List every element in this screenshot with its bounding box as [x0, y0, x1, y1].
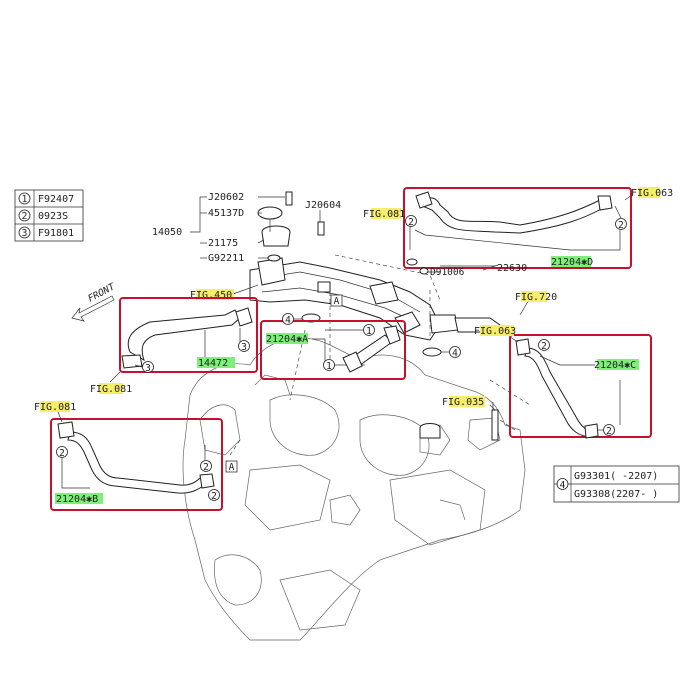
- label-fig081-left: FIG.081: [90, 384, 132, 395]
- label-45137d: 45137D: [208, 208, 244, 219]
- label-14472: 14472: [198, 358, 228, 369]
- legend-bottom-row-1: G93301( -2207): [574, 471, 658, 482]
- front-arrow: FRONT: [71, 281, 118, 322]
- label-21204d: 21204✱D: [551, 257, 593, 268]
- label-fig081-top: FIG.081: [363, 209, 405, 220]
- label-g92211: G92211: [208, 253, 244, 264]
- label-fig063-top: FIG.063: [631, 188, 673, 199]
- legend-top-code-2: 0923S: [38, 211, 68, 222]
- frame-hose-14472: 3 3 14472: [119, 297, 258, 374]
- callout-3-lower: 3: [145, 363, 151, 374]
- frame-hose-21204c: 2 2 21204✱C: [509, 334, 652, 439]
- callout-3-upper: 3: [241, 342, 247, 353]
- label-21204b: 21204✱B: [56, 494, 98, 505]
- frame-hose-21204d: 2 2 21204✱D: [403, 187, 632, 269]
- label-fig063-mid: FIG.063: [474, 326, 516, 337]
- label-21204c: 21204✱C: [594, 360, 636, 371]
- label-fig035: FIG.035: [442, 397, 484, 408]
- callout-1-lower: 1: [326, 361, 332, 372]
- reference-a-lower: A: [225, 460, 238, 473]
- callout-4-left: 4: [285, 315, 291, 326]
- legend-table-top: 1 2 3 F92407 0923S F91801: [14, 189, 84, 242]
- legend-top-code-3: F91801: [38, 228, 74, 239]
- label-21204a: 21204✱A: [266, 334, 308, 345]
- callout-1-upper: 1: [366, 326, 372, 337]
- frame-hose-21204b: 2 2 2 21204✱B: [50, 418, 223, 511]
- legend-top-num-2: 2: [22, 211, 28, 222]
- callout-2-d-left: 2: [408, 217, 414, 228]
- legend-bottom-num-4: 4: [560, 480, 566, 491]
- callout-2-b-right: 2: [203, 462, 209, 473]
- legend-top-num-1: 1: [22, 194, 28, 205]
- label-j20604: J20604: [305, 200, 341, 211]
- label-21175: 21175: [208, 238, 238, 249]
- legend-table-bottom: 4 G93301( -2207) G93308(2207- ): [553, 465, 680, 503]
- callout-2-d-right: 2: [618, 220, 624, 231]
- callout-4-right: 4: [452, 348, 458, 359]
- callout-2-c-lower: 2: [606, 426, 612, 437]
- reference-a-upper: A: [330, 294, 343, 307]
- callout-2-b-left: 2: [59, 448, 65, 459]
- label-14050: 14050: [152, 227, 182, 238]
- engine-outline: [182, 337, 526, 641]
- ref-a-lower-label: A: [229, 462, 235, 473]
- label-fig450: FIG.450: [190, 290, 232, 301]
- label-fig720: FIG.720: [515, 292, 557, 303]
- label-j20602: J20602: [208, 192, 244, 203]
- legend-bottom-row-2: G93308(2207- ): [574, 489, 658, 500]
- leader-lines: [190, 196, 531, 411]
- top-part-labels: J20602 45137D 14050 21175 G92211 J20604 …: [152, 192, 341, 301]
- callout-2-c-upper: 2: [541, 341, 547, 352]
- label-22630: 22630: [497, 263, 527, 274]
- legend-top-code-1: F92407: [38, 194, 74, 205]
- callout-2-b-bottom: 2: [211, 491, 217, 502]
- ref-a-upper-label: A: [334, 296, 340, 307]
- label-fig081-bottom: FIG.081: [34, 402, 76, 413]
- frame-hose-21204a: 21204✱A 1 1: [260, 320, 406, 380]
- label-d91006: D91006: [430, 267, 465, 278]
- legend-top-num-3: 3: [22, 228, 28, 239]
